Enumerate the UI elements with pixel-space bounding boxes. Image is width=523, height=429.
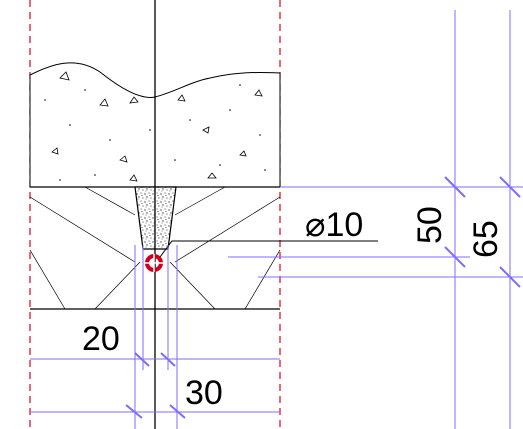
dimension-20: 20 [82, 320, 120, 358]
dimension-30: 30 [185, 374, 223, 412]
diameter-leader [159, 240, 378, 258]
dimension-lines [30, 10, 523, 429]
diameter-label: ⌀10 [305, 206, 363, 244]
aggregate-marks [51, 71, 263, 182]
dimension-65: 65 [467, 220, 505, 258]
dimension-ticks [125, 176, 521, 419]
aggregate-dots [44, 84, 266, 181]
rebar-symbol [145, 254, 163, 272]
dimension-50: 50 [411, 206, 449, 244]
